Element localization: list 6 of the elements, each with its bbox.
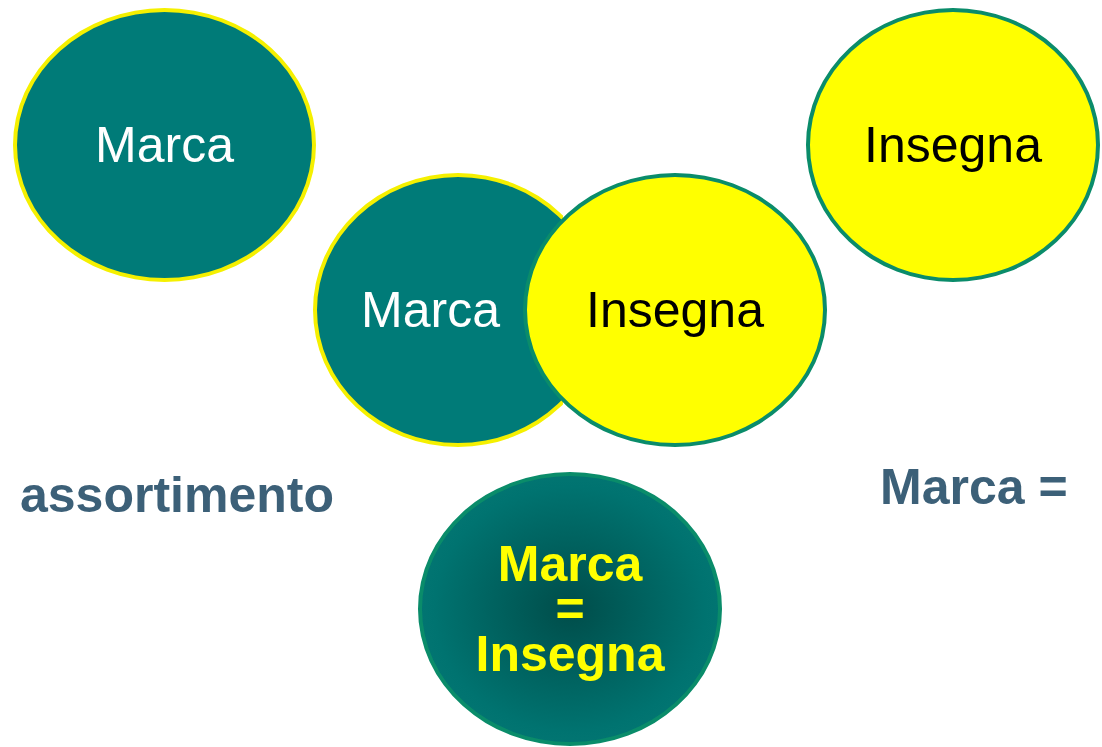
caption-text: Marca =	[880, 458, 1068, 516]
caption-text: assortimento	[20, 466, 334, 524]
ellipse-label: Insegna	[863, 117, 1043, 173]
ellipse-label: Insegna	[585, 282, 765, 338]
ellipse-label: Marca	[360, 282, 501, 338]
ellipse-label: Marca	[94, 117, 235, 173]
